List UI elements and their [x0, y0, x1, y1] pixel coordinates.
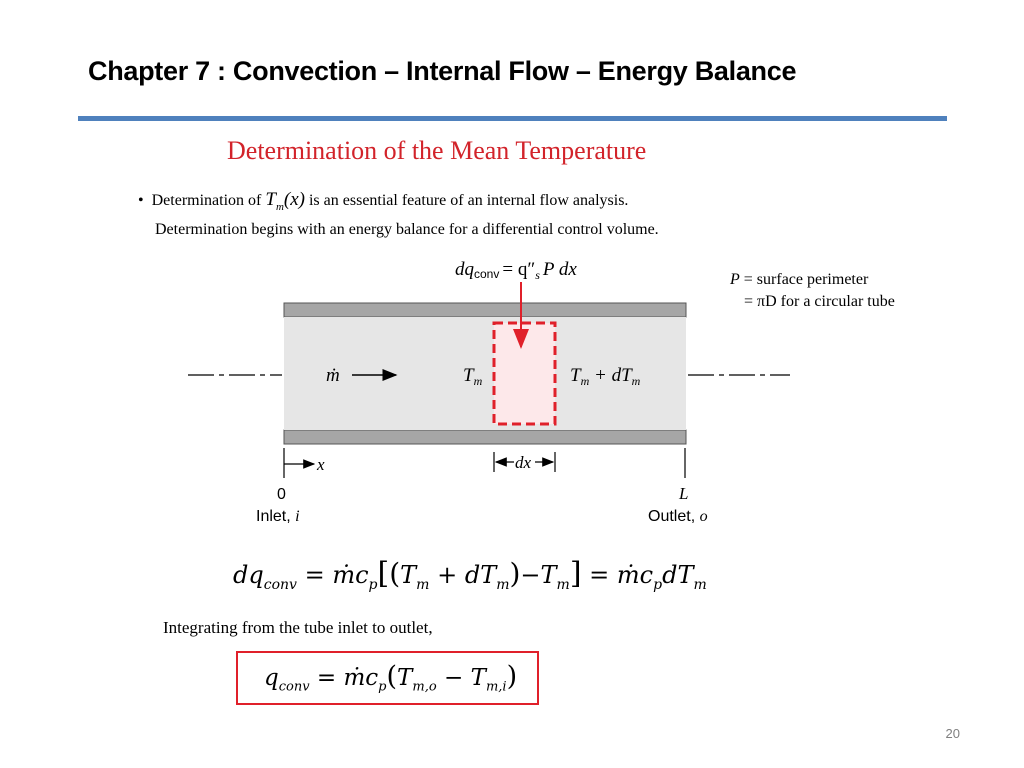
bullet-suffix: is an essential feature of an internal f… — [308, 192, 629, 209]
perimeter-def: = surface perimeter — [739, 271, 869, 288]
perimeter-var: P — [730, 271, 740, 288]
tube-interior — [284, 317, 686, 430]
eq-lhs: dqconv — [233, 561, 297, 593]
tm-subscript: m — [275, 200, 284, 213]
slide-title: Chapter 7 : Convection – Internal Flow –… — [88, 56, 797, 86]
energy-balance-equation: dqconv = ṁcp[(Tm + dTm)−Tm] = ṁcpdTm — [233, 556, 707, 593]
perimeter-circular: = πD for a circular tube — [744, 293, 895, 310]
section-subtitle: Determination of the Mean Temperature — [227, 136, 647, 165]
integration-note: Integrating from the tube inlet to outle… — [163, 618, 433, 637]
tube-wall-bottom — [283, 429, 687, 445]
bullet-line-1: • Determination of Tm(x) is an essential… — [138, 189, 628, 213]
bullet-dot: • — [138, 192, 152, 209]
tm-argument: (x) — [283, 189, 305, 210]
bullet-line-2: Determination begins with an energy bala… — [155, 221, 659, 238]
x-axis-label: x — [316, 455, 325, 474]
tm-outlet-label: Tm + dTm — [570, 365, 641, 388]
control-volume — [492, 321, 557, 426]
tm-inlet-label: Tm — [463, 365, 483, 388]
result-box: qconv = ṁcp(Tm,o − Tm,i) — [236, 651, 539, 705]
outlet-position: L — [678, 484, 688, 503]
outlet-label: Outlet, o — [648, 508, 708, 525]
perimeter-note: P = surface perimeter = πD for a circula… — [730, 269, 895, 313]
tube-wall-top — [283, 302, 687, 318]
title-underline — [78, 116, 947, 121]
tm-symbol: T — [265, 189, 276, 210]
inlet-label: Inlet, i — [256, 508, 300, 525]
result-equation: qconv = ṁcp(Tm,o − Tm,i) — [264, 661, 518, 695]
dx-label: dx — [515, 453, 532, 472]
slide-number: 20 — [945, 726, 960, 741]
bullet-prefix: Determination of — [151, 192, 262, 209]
inlet-position: 0 — [277, 486, 286, 503]
mass-flow-label: ṁ — [326, 365, 340, 386]
